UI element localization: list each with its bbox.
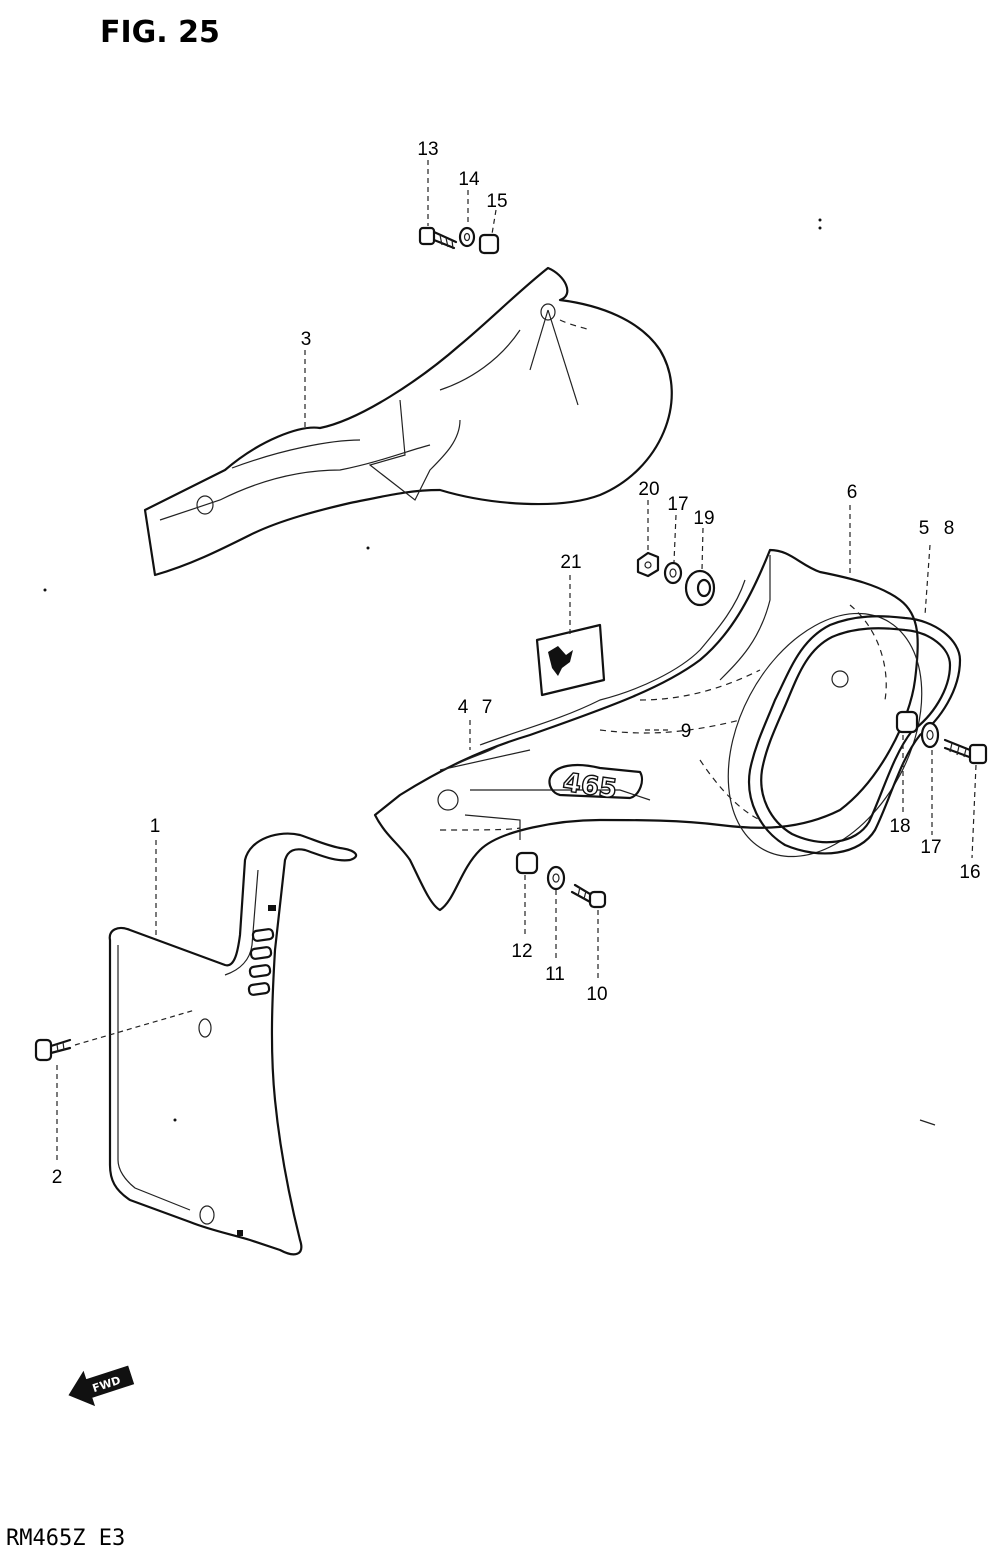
- part-20-nut: [636, 551, 660, 578]
- part-11-washer: [546, 865, 566, 891]
- label-20: 20: [638, 479, 659, 500]
- part-17-washer-upper: [663, 561, 683, 585]
- part-5-8-band: [747, 615, 962, 855]
- part-14-washer: [458, 226, 476, 248]
- label-4: 4: [458, 697, 469, 718]
- emblem-text: 465: [561, 768, 619, 805]
- part-17-washer-lower: [920, 721, 940, 749]
- part-2-screw: [34, 1038, 72, 1062]
- label-6: 6: [847, 482, 858, 503]
- part-1-number-plate: [108, 832, 358, 1256]
- label-9: 9: [681, 721, 692, 742]
- label-10: 10: [586, 984, 607, 1005]
- part-10-screw: [570, 883, 607, 909]
- part-3-side-cover-left: [143, 266, 673, 577]
- part-4-7-side-cover-right: [373, 548, 923, 912]
- leader-17a: [673, 514, 677, 563]
- forward-arrow-icon: FWD: [68, 1365, 135, 1407]
- part-19-grommet: [684, 569, 716, 607]
- leader-2-projection: [74, 1009, 196, 1046]
- label-17-lower: 17: [920, 837, 941, 858]
- label-2: 2: [52, 1167, 63, 1188]
- figure-title: FIG. 25: [100, 15, 220, 50]
- model-code: RM465Z E3: [6, 1526, 125, 1551]
- label-3: 3: [301, 329, 312, 350]
- part-13-bolt: [418, 226, 458, 250]
- part-9-emblem: 465: [548, 763, 644, 806]
- part-16-bolt: [943, 738, 988, 765]
- part-15-collar: [478, 233, 500, 255]
- label-11: 11: [545, 964, 565, 985]
- label-19: 19: [693, 508, 714, 529]
- label-18: 18: [889, 816, 910, 837]
- label-8: 8: [944, 518, 955, 539]
- part-12-collar: [515, 851, 539, 875]
- label-15: 15: [486, 191, 507, 212]
- label-14: 14: [458, 169, 480, 190]
- leader-16: [971, 764, 977, 859]
- label-7: 7: [482, 697, 493, 718]
- label-21: 21: [560, 552, 581, 573]
- part-21-decal: [535, 623, 606, 697]
- part-18-collar: [895, 710, 919, 734]
- leader-5-8: [924, 544, 931, 616]
- label-1: 1: [150, 816, 161, 837]
- label-17-upper: 17: [667, 494, 688, 515]
- leader-19: [701, 527, 704, 571]
- label-16: 16: [959, 862, 980, 883]
- label-12: 12: [511, 941, 532, 962]
- leader-15: [491, 209, 497, 235]
- label-13: 13: [417, 139, 438, 160]
- label-5: 5: [919, 518, 930, 539]
